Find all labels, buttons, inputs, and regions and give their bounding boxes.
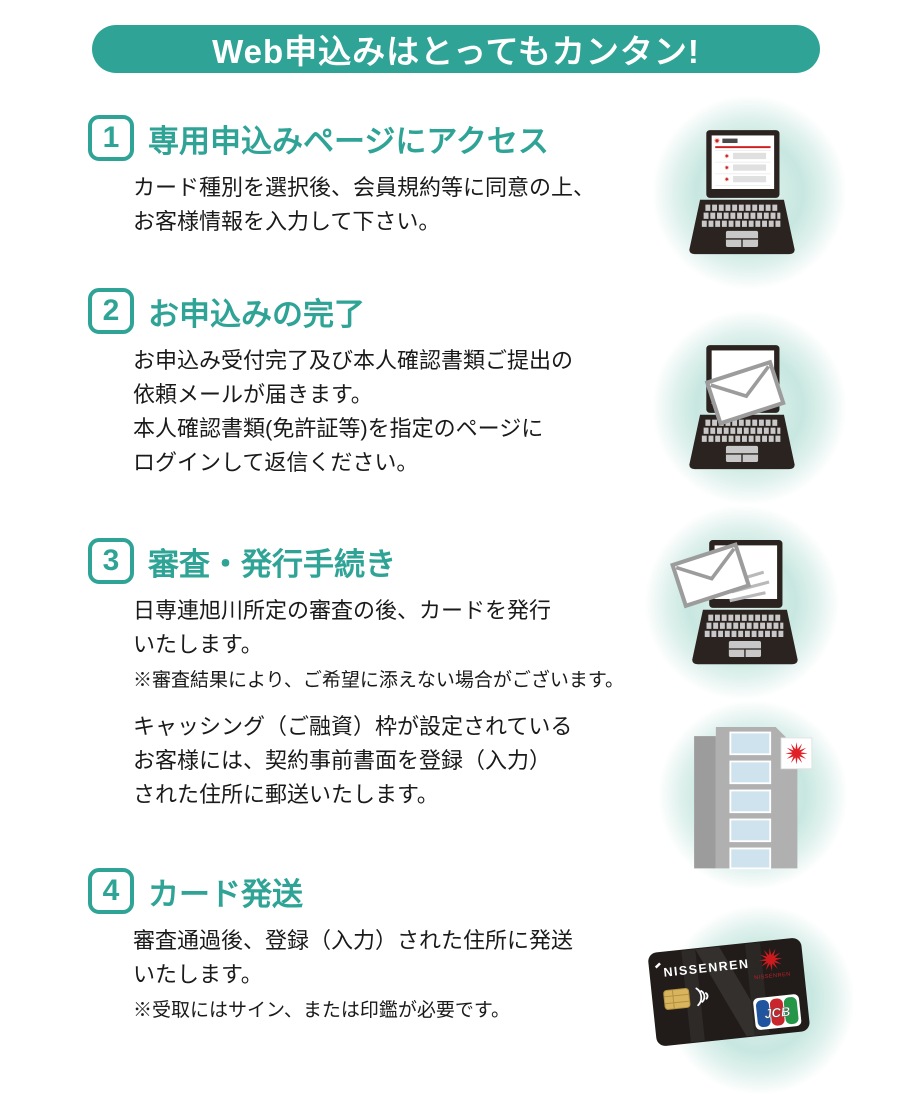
envelope-icon [670, 541, 752, 608]
laptop-sending-envelope-icon [670, 539, 798, 664]
laptop-webpage-icon [688, 129, 795, 254]
step-3-body-2: キャッシング（ご融資）枠が設定されている お客様には、契約事前書面を登録（入力）… [133, 714, 573, 807]
step-4-note: ※受取にはサイン、または印鑑が必要です。 [133, 1000, 510, 1021]
red-starburst-logo-icon: NISSENREN [754, 946, 791, 981]
emv-chip-icon [663, 988, 691, 1010]
card-logo-caption: NISSENREN [754, 971, 791, 981]
step-3-building-illustration [658, 700, 848, 890]
step-1-illustration [652, 95, 847, 290]
step-1-title: 専用申込みページにアクセス [148, 123, 549, 159]
step-4: 4 カード発送 審査通過後、登録（入力）された住所に発送 いたします。 ※受取に… [88, 868, 648, 1024]
step-1-body: カード種別を選択後、会員規約等に同意の上、 お客様情報を入力して下さい。 [133, 175, 596, 234]
step-1-number-badge: 1 [88, 115, 134, 161]
jcb-logo: JCB [753, 994, 802, 1030]
laptop-envelope-icon [688, 344, 795, 469]
step-3-note: ※審査結果により、ご希望に添えない場合がございます。 [133, 670, 624, 691]
banner-title: Web申込みはとってもカンタン! [212, 33, 700, 70]
step-4-body: 審査通過後、登録（入力）された住所に発送 いたします。 [133, 928, 574, 987]
step-3: 3 審査・発行手続き 日専連旭川所定の審査の後、カードを発行 いたします。 ※審… [88, 538, 648, 812]
credit-card-icon: NISSENREN NISSENREN JCB [648, 938, 810, 1046]
step-2: 2 お申込みの完了 お申込み受付完了及び本人確認書類ご提出の 依頼メールが届きま… [88, 288, 648, 480]
header-banner: Web申込みはとってもカンタン! [92, 25, 820, 73]
step-3-body: 日専連旭川所定の審査の後、カードを発行 いたします。 [133, 598, 552, 657]
step-2-illustration [652, 310, 847, 505]
step-1-header: 1 専用申込みページにアクセス [88, 115, 648, 161]
step-2-title: お申込みの完了 [148, 296, 365, 332]
step-3-illustration [642, 505, 842, 700]
step-3-header: 3 審査・発行手続き [88, 538, 648, 584]
step-2-header: 2 お申込みの完了 [88, 288, 648, 334]
jcb-logo-text: JCB [764, 1004, 791, 1022]
office-building-icon [694, 727, 813, 870]
starburst-sign [780, 737, 813, 770]
step-4-header: 4 カード発送 [88, 868, 648, 914]
step-1: 1 専用申込みページにアクセス カード種別を選択後、会員規約等に同意の上、 お客… [88, 115, 648, 239]
step-2-body: お申込み受付完了及び本人確認書類ご提出の 依頼メールが届きます。 本人確認書類(… [133, 348, 574, 475]
step-3-number-badge: 3 [88, 538, 134, 584]
step-4-title: カード発送 [148, 876, 303, 912]
envelope-icon [704, 359, 786, 426]
step-4-illustration: NISSENREN NISSENREN JCB [648, 905, 860, 1095]
step-3-title: 審査・発行手続き [148, 546, 396, 582]
building-windows [729, 731, 772, 870]
webpage-content [713, 137, 771, 186]
step-2-number-badge: 2 [88, 288, 134, 334]
contactless-icon [695, 987, 709, 1007]
step-4-number-badge: 4 [88, 868, 134, 914]
